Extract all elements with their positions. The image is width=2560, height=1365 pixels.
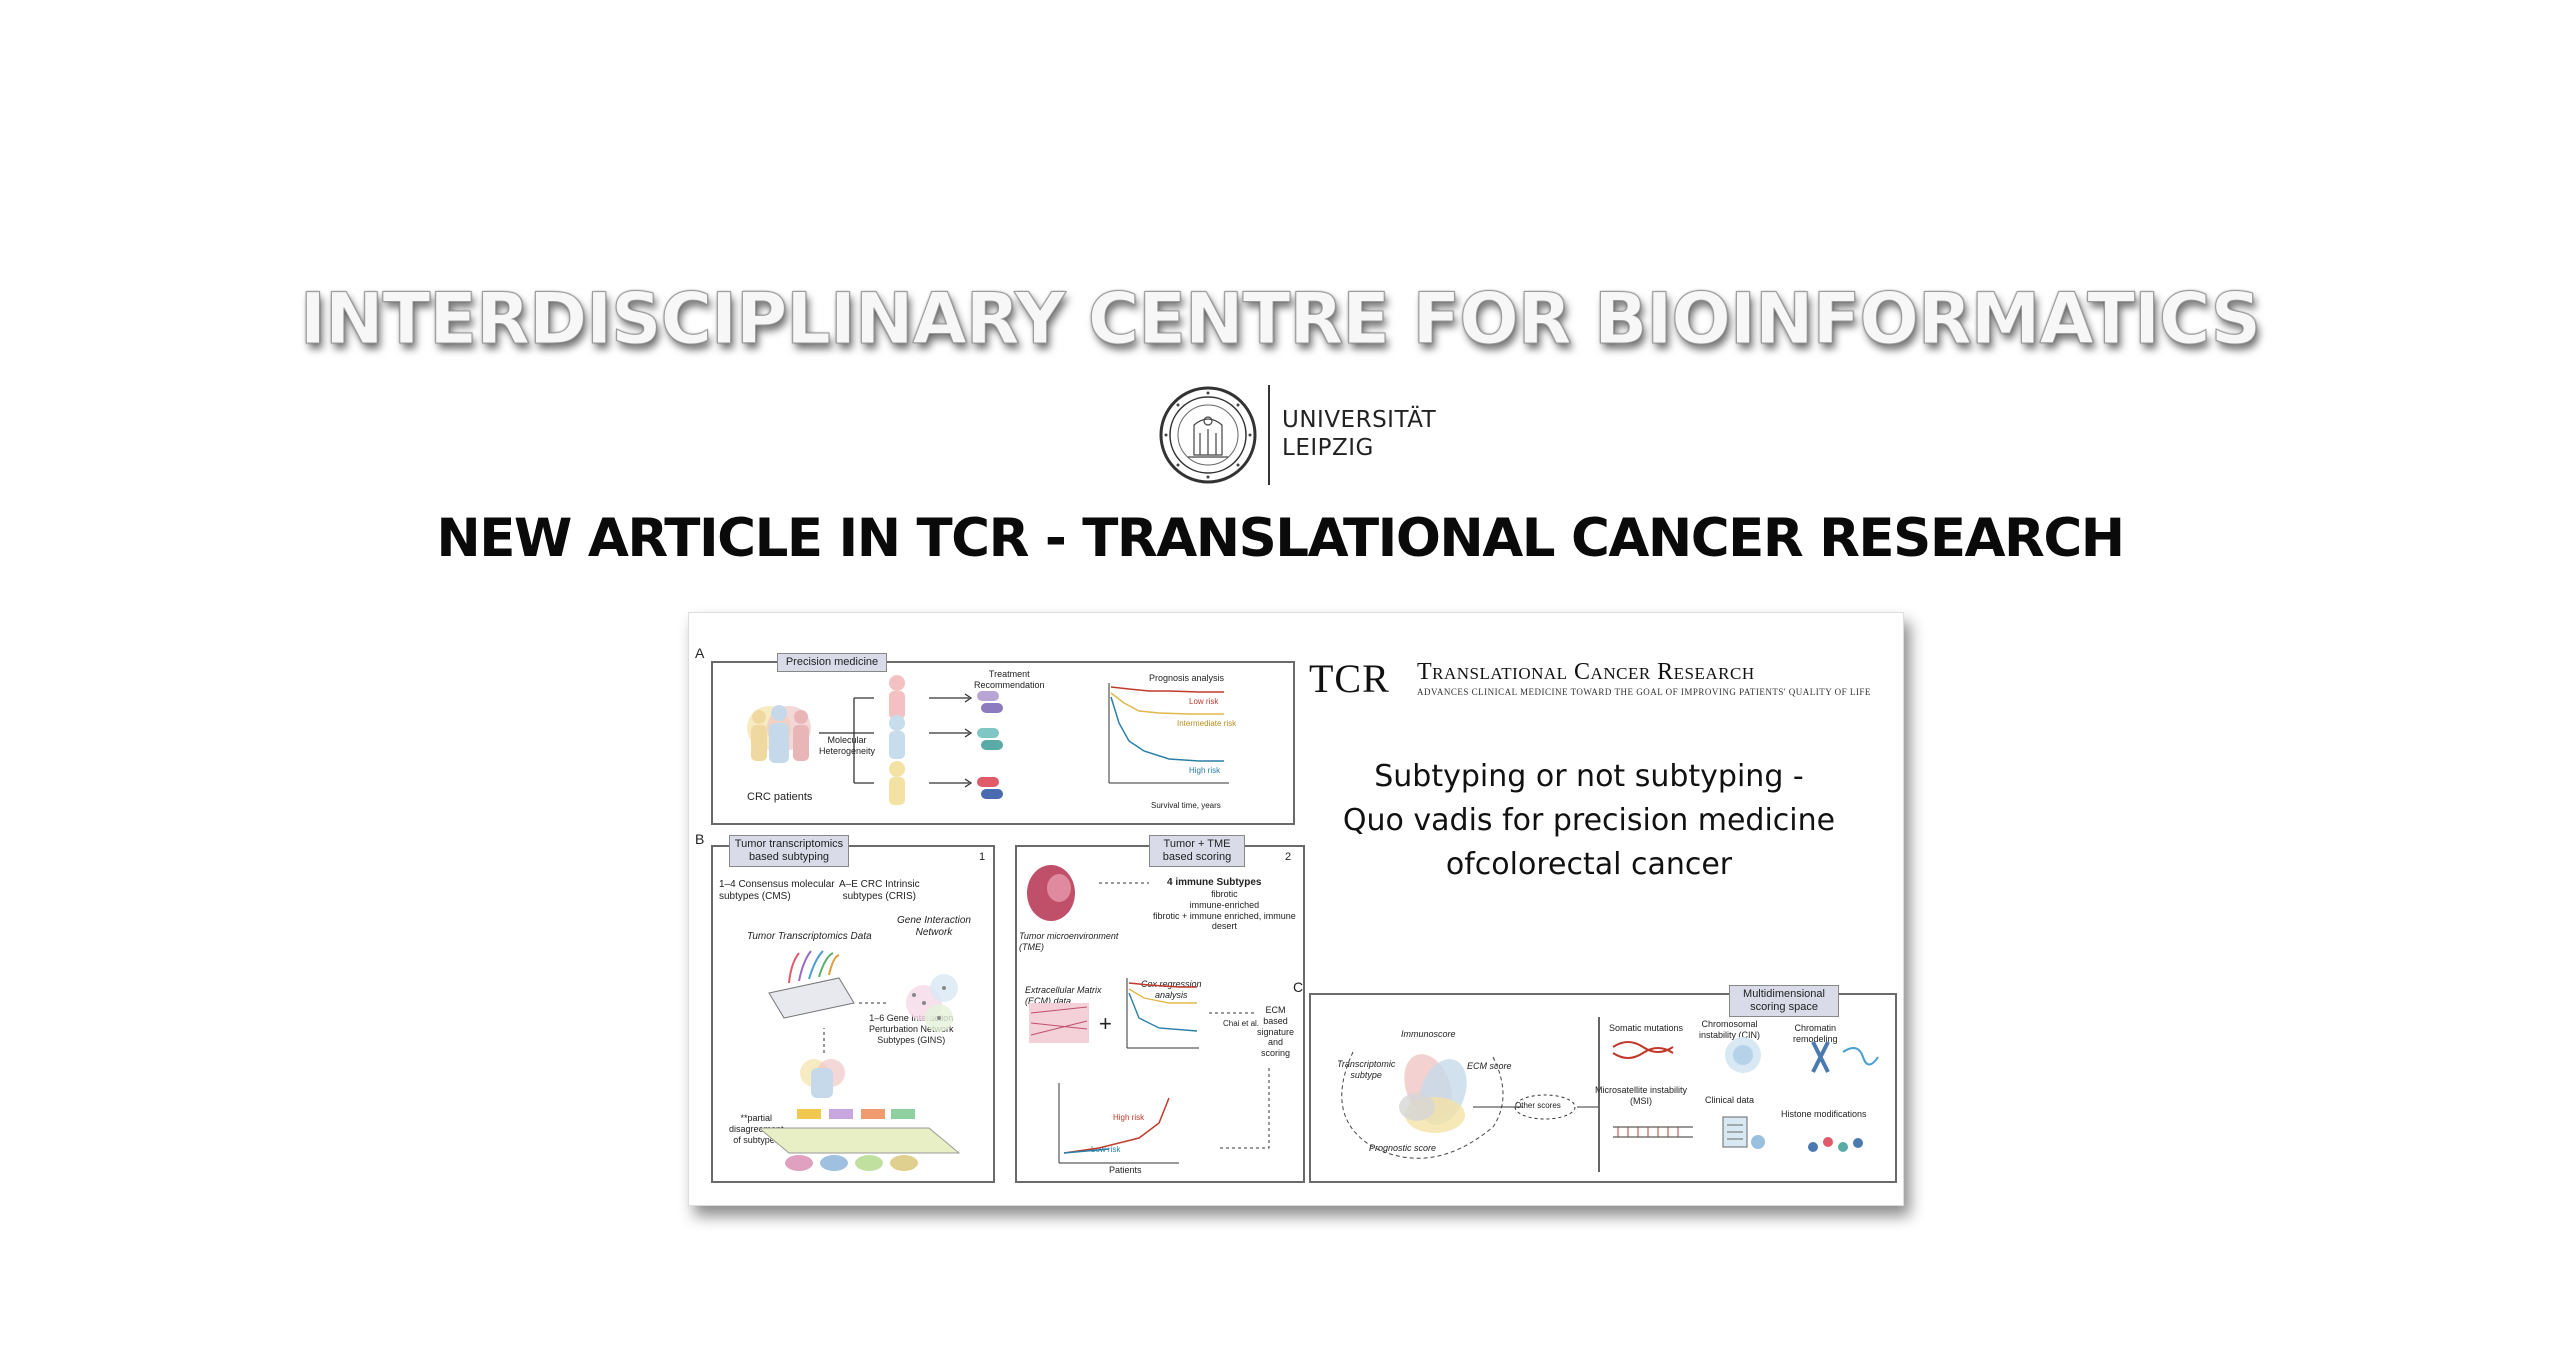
university-seal-icon [1159, 386, 1257, 484]
centre-title: INTERDISCIPLINARY CENTRE FOR BIOINFORMAT… [299, 278, 2261, 361]
panel-a-illustration [747, 675, 1229, 805]
ttd-label: Tumor Transcriptomics Data [747, 931, 872, 942]
article-title-line1: Subtyping or not subtyping - [1374, 759, 1804, 794]
university-name-line1: UNIVERSITÄT [1282, 407, 1437, 433]
journal-abbr: TCR [1309, 656, 1390, 701]
panel-b-letter: B [695, 831, 705, 847]
logo-divider [1268, 385, 1270, 485]
dna-icon [1612, 1041, 1674, 1059]
news-title: NEW ARTICLE IN TCR - TRANSLATIONAL CANCE… [436, 508, 2125, 569]
transcriptomic-label: Transcriptomic subtype [1337, 1059, 1396, 1080]
journal-name: Translational Cancer Research [1417, 659, 1755, 685]
immune-list-label: fibrotic immune-enriched fibrotic + immu… [1153, 889, 1296, 932]
high-risk-label: High risk [1189, 766, 1221, 775]
panel-b2-number: 2 [1285, 851, 1292, 863]
article-title-line3: ofcolorectal cancer [1445, 847, 1733, 882]
risk-curve [1058, 1083, 1179, 1164]
panel-b1-tag: Tumor transcriptomics based subtyping [729, 835, 849, 868]
journal-tagline: Advances clinical medicine toward the go… [1417, 687, 1871, 697]
km-xlabel: Survival time, years [1151, 801, 1221, 810]
histone-label: Histone modifications [1781, 1109, 1867, 1119]
immunoscore-label: Immunoscore [1401, 1029, 1456, 1039]
panel-a-box [711, 661, 1295, 825]
panel-a-letter: A [695, 645, 705, 661]
panel-b2-tag: Tumor + TME based scoring [1149, 835, 1245, 868]
somatic-label: Somatic mutations [1609, 1023, 1684, 1033]
svg-text:+: + [1099, 1011, 1112, 1036]
graphical-abstract: A Precision medicine [688, 612, 1904, 1206]
ecm-texture-icon [1029, 1003, 1089, 1043]
clinical-data-icon [1722, 1116, 1765, 1149]
km-plot-a [1108, 683, 1229, 784]
panel-c-illustration [1341, 1017, 1879, 1172]
tumor-icon [1027, 865, 1075, 921]
cris-label: A–E CRC Intrinsic subtypes (CRIS) [839, 879, 920, 902]
treatment-label: Treatment Recommendation [974, 669, 1045, 690]
histone-icon [1808, 1137, 1863, 1152]
university-logo: UNIVERSITÄT LEIPZIG [1158, 385, 1458, 485]
panel-b2-illustration: + [1027, 865, 1270, 1164]
network-icon [906, 974, 958, 1032]
pills-icon [977, 691, 1003, 799]
crc-patients-icon [747, 705, 811, 763]
cox-label: Cox regression analysis [1141, 979, 1202, 1000]
b-high-risk-label: High risk [1113, 1113, 1145, 1122]
university-name-line2: LEIPZIG [1282, 435, 1374, 461]
ecm-signature-label: ECM based signature and scoring [1257, 1005, 1295, 1059]
km-plot-b [1126, 978, 1199, 1049]
intermediate-risk-label: Intermediate risk [1177, 719, 1237, 728]
msi-label: Microsatellite instability (MSI) [1595, 1085, 1688, 1106]
patients-label: Patients [1109, 1165, 1142, 1175]
immune-subtypes-label: 4 immune Subtypes [1167, 877, 1262, 888]
ecm-score-label: ECM score [1467, 1061, 1512, 1071]
chromatin-icon [1811, 1041, 1879, 1073]
low-risk-label: Low risk [1189, 697, 1219, 706]
ecm-label: Extracellular Matrix (ECM) data [1025, 985, 1102, 1006]
panel-c-tag: Multidimensional scoring space [1729, 985, 1839, 1018]
chai-label: Chai et al. [1223, 1019, 1260, 1028]
panel-b1-box [711, 845, 995, 1183]
panel-b1-illustration [757, 950, 961, 1171]
panel-c-letter: C [1293, 979, 1304, 995]
partial-label: **partial disagreement of subtypes [729, 1113, 784, 1145]
journal-logo: TCR Translational Cancer Research Advanc… [1309, 655, 1870, 702]
gin-label: Gene Interaction Network [897, 915, 971, 938]
chromosome-icon [1725, 1037, 1761, 1073]
prognostic-label: Prognostic score [1369, 1143, 1437, 1153]
tme-label: Tumor microenvironment (TME) [1019, 931, 1119, 952]
crc-patients-label: CRC patients [747, 791, 813, 803]
panel-b1-number: 1 [979, 851, 986, 863]
chromatin-label: Chromatin remodeling [1793, 1023, 1838, 1044]
other-scores-label: Other scores [1515, 1101, 1561, 1110]
expression-array-icon [768, 950, 855, 1019]
panel-c-box [1309, 993, 1897, 1183]
clinical-label: Clinical data [1705, 1095, 1755, 1105]
article-title-line2: Quo vadis for precision medicine [1342, 803, 1836, 838]
cms-label: 1–4 Consensus molecular subtypes (CMS) [719, 879, 835, 902]
molecular-label: Molecular Heterogeneity [819, 735, 876, 756]
prognosis-label: Prognosis analysis [1149, 673, 1225, 683]
panel-a-tag: Precision medicine [777, 653, 887, 673]
petal-diagram [1399, 1054, 1467, 1133]
subtype-map-icon [757, 1109, 961, 1171]
msi-icon [1613, 1126, 1693, 1138]
cin-label: Chromosomal instability (CIN) [1699, 1019, 1761, 1040]
